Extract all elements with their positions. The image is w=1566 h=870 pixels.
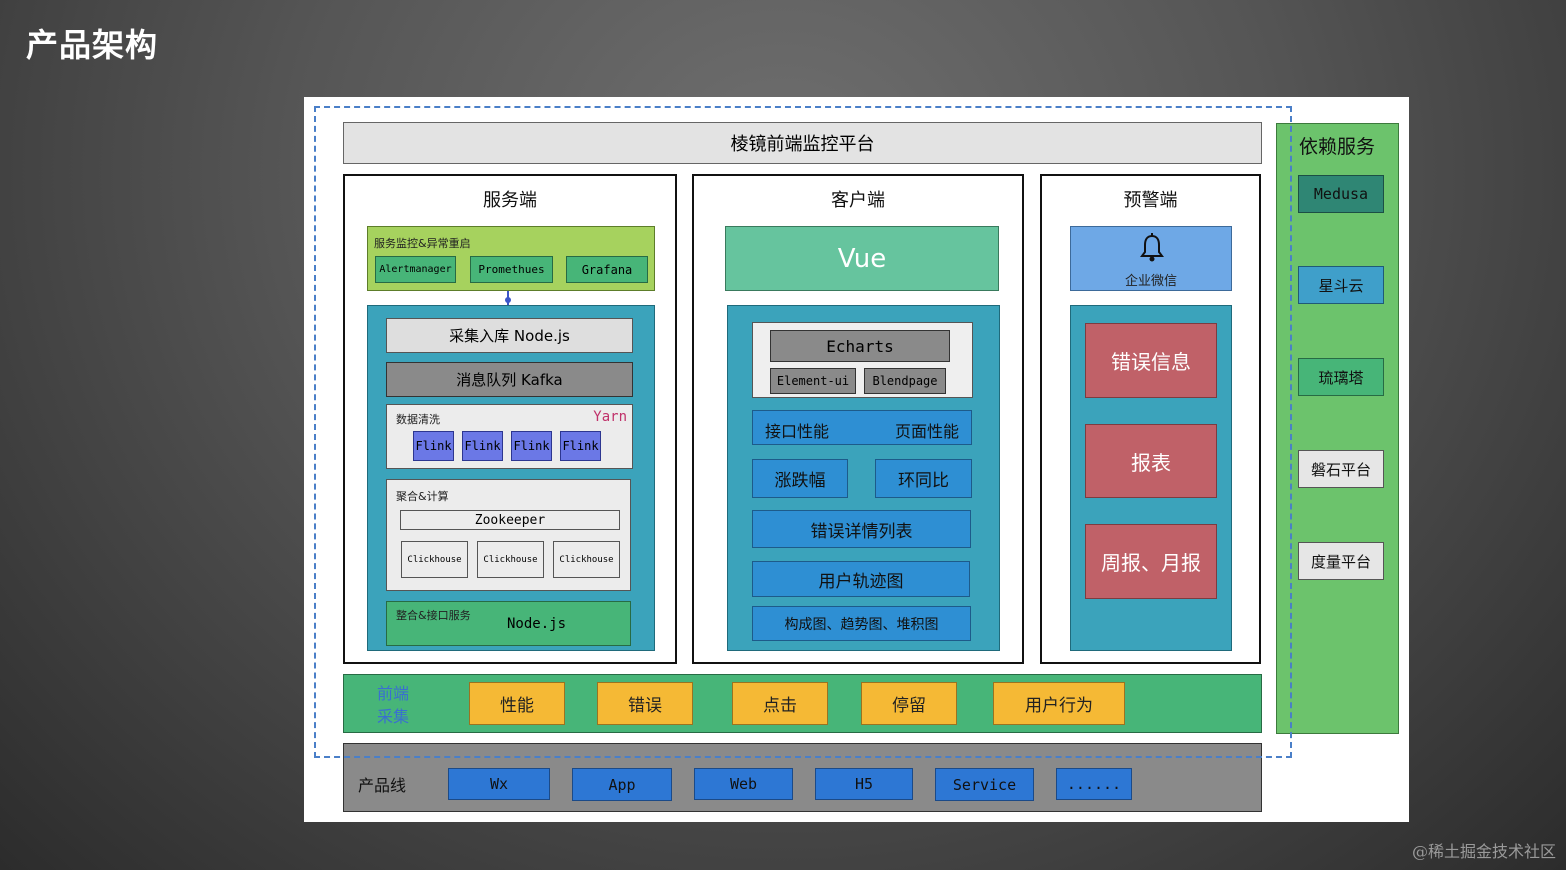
blendpage-box: Blendpage	[864, 368, 946, 394]
flink-box: Flink	[462, 431, 503, 461]
clickhouse-box: Clickhouse	[401, 541, 468, 578]
collect-item: 错误	[597, 682, 693, 725]
echarts-panel: Echarts Element-ui Blendpage	[752, 322, 973, 398]
perf-api-label: 接口性能	[765, 422, 830, 441]
prometheus-box: Promethues	[470, 256, 553, 283]
deps-title: 依赖服务	[1299, 136, 1376, 158]
bell-icon	[1140, 233, 1164, 262]
page-title: 产品架构	[26, 26, 159, 64]
api-node: Node.js	[507, 616, 567, 632]
clickhouse-box: Clickhouse	[553, 541, 620, 578]
platform-title: 棱镜前端监控平台	[343, 122, 1262, 164]
collect-item: 用户行为	[993, 682, 1125, 725]
track-box: 用户轨迹图	[752, 561, 970, 597]
collect-item: 性能	[469, 682, 565, 725]
clean-label: 数据清洗	[396, 413, 440, 426]
echarts-box: Echarts	[770, 330, 950, 362]
frontend-boundary	[314, 106, 1292, 758]
watermark: @稀土掘金技术社区	[1411, 842, 1556, 861]
error-list-box: 错误详情列表	[752, 510, 971, 548]
product-item: Web	[694, 768, 793, 800]
product-item: H5	[815, 768, 913, 800]
collect-box: 采集入库 Node.js	[386, 318, 633, 353]
agg-label: 聚合&计算	[396, 490, 449, 503]
flink-box: Flink	[560, 431, 601, 461]
product-item: Wx	[448, 768, 550, 800]
vue-box: Vue	[725, 226, 999, 291]
dep-item: Medusa	[1298, 175, 1384, 213]
report-box: 报表	[1085, 424, 1217, 498]
frontend-label-line2: 采集	[377, 707, 410, 726]
error-info-box: 错误信息	[1085, 323, 1217, 398]
flink-box: Flink	[413, 431, 454, 461]
client-title: 客户端	[831, 190, 885, 211]
grafana-box: Grafana	[566, 256, 648, 283]
wechat-label: 企业微信	[1124, 274, 1177, 289]
dep-item: 磐石平台	[1298, 450, 1384, 488]
compare-box: 环同比	[875, 459, 972, 498]
product-item: App	[572, 768, 672, 801]
clickhouse-box: Clickhouse	[477, 541, 544, 578]
collect-item: 点击	[732, 682, 828, 725]
api-panel: 整合&接口服务 Node.js	[386, 601, 631, 646]
flink-box: Flink	[511, 431, 552, 461]
queue-box: 消息队列 Kafka	[386, 362, 633, 397]
monitor-label: 服务监控&异常重启	[374, 237, 471, 250]
yarn-label: Yarn	[593, 409, 627, 425]
deps-panel: 依赖服务	[1276, 123, 1399, 734]
wechat-box: 企业微信	[1070, 226, 1232, 291]
agg-panel: 聚合&计算 Zookeeper Clickhouse Clickhouse Cl…	[386, 479, 631, 591]
connector-arrow	[505, 291, 511, 306]
product-item: Service	[935, 768, 1034, 801]
dep-item: 度量平台	[1298, 542, 1384, 580]
api-label: 整合&接口服务	[396, 609, 471, 622]
charts-box: 构成图、趋势图、堆积图	[752, 606, 971, 641]
alertmanager-box: Alertmanager	[375, 256, 456, 283]
element-ui-box: Element-ui	[770, 368, 856, 394]
server-title: 服务端	[483, 190, 537, 211]
frontend-label: 前端 采集	[377, 682, 409, 728]
product-item: ......	[1056, 768, 1132, 800]
perf-box: 接口性能 页面性能	[752, 410, 972, 445]
frontend-label-line1: 前端	[377, 684, 410, 703]
perf-page-label: 页面性能	[894, 422, 959, 441]
clean-panel: 数据清洗 Yarn Flink Flink Flink Flink	[386, 404, 633, 469]
collect-item: 停留	[861, 682, 957, 725]
monitor-panel: 服务监控&异常重启 Alertmanager Promethues Grafan…	[367, 226, 655, 291]
change-box: 涨跌幅	[752, 459, 848, 498]
zookeeper-box: Zookeeper	[400, 510, 620, 530]
product-line-label: 产品线	[358, 776, 407, 795]
alert-title: 预警端	[1123, 190, 1178, 211]
weekly-monthly-box: 周报、月报	[1085, 524, 1217, 599]
dep-item: 星斗云	[1298, 266, 1384, 304]
dep-item: 琉璃塔	[1298, 358, 1384, 396]
